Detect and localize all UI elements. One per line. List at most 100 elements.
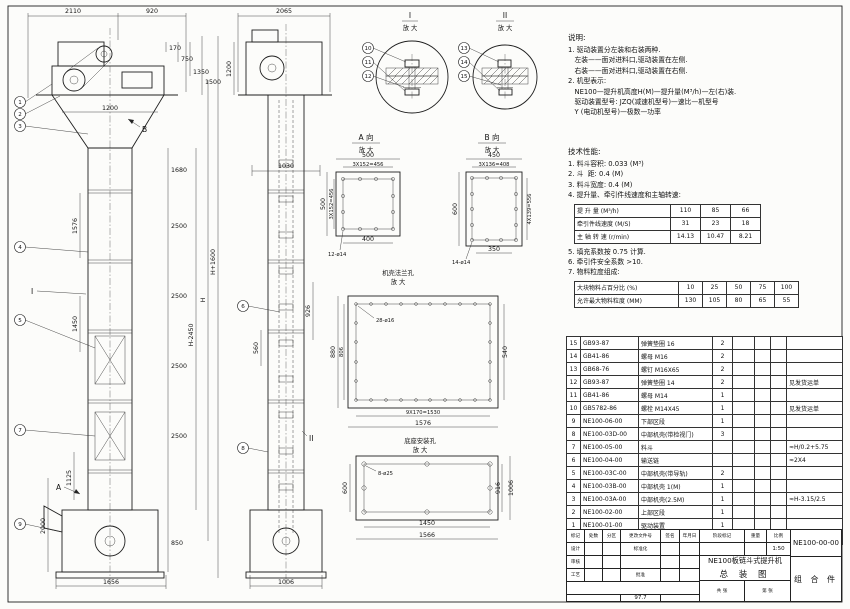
dim-v2-926: 926 bbox=[305, 305, 312, 317]
row-label: 牵引件线速度 (M/S) bbox=[574, 216, 671, 231]
dim-v2-560: 560 bbox=[253, 342, 260, 354]
detail-A-sub: 放 大 bbox=[359, 145, 374, 154]
value-cell: 110 bbox=[670, 203, 701, 218]
dim-detA-500: 500 bbox=[362, 152, 374, 159]
dim-v2-1200: 1200 bbox=[226, 61, 233, 77]
front-elevation-dimensions: 2110 920 170 750 1350 1500 1200 1576 145… bbox=[27, 8, 221, 589]
balloon-10: 10 bbox=[364, 46, 372, 52]
base-anchor-detail: 底座安装孔 放 大 8-ø25 600 916 1006 1450 1566 bbox=[342, 436, 515, 540]
dim-v2-2065: 2065 bbox=[276, 8, 292, 15]
value-cell: 85 bbox=[700, 203, 731, 218]
tb-weight-label: 重量 bbox=[745, 530, 767, 542]
tech-items-b: 5. 填充系数按 0.75 计算.6. 牵引件安全系数 >10.7. 物料粒度组… bbox=[568, 247, 840, 278]
tech-item: 7. 物料粒度组成: bbox=[568, 268, 620, 277]
part-remark bbox=[786, 362, 843, 376]
part-no: 12 bbox=[566, 375, 581, 389]
part-weight-unit bbox=[754, 453, 771, 467]
part-weight-unit bbox=[754, 440, 771, 454]
value-cell: 105 bbox=[702, 293, 727, 308]
part-material bbox=[732, 505, 755, 519]
parts-list-row: 3 NE100-03A-00 中部机壳(2.5M) 1 ≈H-3.15/2.5 bbox=[566, 492, 843, 506]
part-name: 输送链 bbox=[638, 453, 713, 467]
part-remark bbox=[786, 479, 843, 493]
balloon-5: 5 bbox=[18, 318, 22, 324]
part-remark bbox=[786, 466, 843, 480]
dim-v1-2500: 2500 bbox=[171, 293, 187, 300]
tb-mark: 标记 bbox=[567, 530, 585, 542]
part-no: 8 bbox=[566, 427, 581, 441]
value-cell: 31 bbox=[670, 216, 701, 231]
part-qty: 2 bbox=[712, 349, 733, 363]
balloon-6: 6 bbox=[241, 304, 245, 310]
tech-table-row: 主 轴 转 速 (r/min) 14.13 10.47 8.21 bbox=[574, 229, 761, 244]
part-balloons: 1 2 3 4 5 6 7 8 9 10 11 12 13 14 15 bbox=[14, 42, 502, 533]
value-cell: 8.21 bbox=[730, 229, 761, 244]
dim-v2-1006: 1006 bbox=[278, 579, 294, 586]
tech-item: 5. 填充系数按 0.75 计算. bbox=[568, 247, 646, 256]
value-cell: 100 bbox=[774, 280, 799, 295]
value-cell: 75 bbox=[750, 280, 775, 295]
balloon-15: 15 bbox=[460, 74, 468, 80]
balloon-1: 1 bbox=[18, 100, 22, 106]
row-label: 提 升 量 (M³/h) bbox=[574, 203, 671, 218]
dim-detA-456: 3X152=456 bbox=[352, 162, 383, 168]
dim-v1-2500: 2500 bbox=[171, 363, 187, 370]
value-cell: 10.47 bbox=[700, 229, 731, 244]
part-qty: 1 bbox=[712, 388, 733, 402]
dim-base-916: 916 bbox=[495, 482, 502, 494]
part-code: GB93-87 bbox=[580, 336, 639, 350]
detail-I: I 放 大 bbox=[375, 11, 449, 114]
part-material bbox=[732, 414, 755, 428]
parts-list-row: 11 GB41-86 螺母 M14 1 bbox=[566, 388, 843, 402]
tech-table-capacity: 提 升 量 (M³/h) 110 85 66 牵引件线速度 (M/S) 31 2… bbox=[574, 203, 761, 244]
side-elevation bbox=[238, 24, 332, 586]
part-qty: 1 bbox=[712, 401, 733, 415]
value-cell: 14.13 bbox=[670, 229, 701, 244]
tb-sign: 签名 bbox=[661, 530, 680, 542]
note-line: 2. 机型表示: bbox=[568, 77, 607, 86]
tech-block: 技术性能: 1. 料斗容积: 0.033 (M³)2. 斗 距: 0.4 (M)… bbox=[568, 146, 840, 308]
base-title: 底座安装孔 bbox=[404, 436, 436, 445]
tech-table-row: 牵引件线速度 (M/S) 31 23 18 bbox=[574, 216, 761, 231]
tech-table-row: 提 升 量 (M³/h) 110 85 66 bbox=[574, 203, 761, 218]
detail-I-sub: 放 大 bbox=[403, 23, 418, 32]
row-label: 允许最大物料粒度 (MM) bbox=[574, 293, 679, 308]
part-code: NE100-03C-00 bbox=[580, 466, 639, 480]
part-name: 弹簧垫圈 16 bbox=[638, 336, 713, 350]
part-code: GB93-87 bbox=[580, 375, 639, 389]
dim-v1-850: 850 bbox=[171, 540, 183, 547]
tb-audit: 审核 bbox=[567, 556, 585, 568]
part-weight-total bbox=[770, 440, 787, 454]
parts-list-row: 15 GB93-87 弹簧垫圈 16 2 bbox=[566, 336, 843, 350]
title-block-number-area: NE100-00-00 组 合 件 bbox=[791, 530, 841, 601]
tb-design: 设计 bbox=[567, 543, 585, 555]
detail-B-label: B 向 bbox=[484, 132, 499, 142]
note-line: 1. 驱动装置分左装和右装两种. bbox=[568, 46, 661, 54]
balloon-7: 7 bbox=[18, 428, 22, 434]
dim-detA-400: 400 bbox=[362, 236, 374, 243]
part-material bbox=[732, 375, 755, 389]
part-no: 2 bbox=[566, 505, 581, 519]
part-type: 组 合 件 bbox=[793, 574, 839, 584]
part-remark: ≈H/0.2+5.75 bbox=[786, 440, 843, 454]
part-no: 6 bbox=[566, 453, 581, 467]
part-weight-unit bbox=[754, 427, 771, 441]
part-weight-unit bbox=[754, 388, 771, 402]
part-code: GB41-86 bbox=[580, 349, 639, 363]
part-remark bbox=[786, 427, 843, 441]
dim-base-1006: 1006 bbox=[508, 480, 515, 496]
detail-I-label: I bbox=[409, 11, 411, 20]
value-cell: 55 bbox=[774, 293, 799, 308]
dim-detB-600: 600 bbox=[452, 203, 459, 215]
dim-v1-2000: 2000 bbox=[40, 518, 47, 534]
dim-v1-1656: 1656 bbox=[103, 579, 119, 586]
part-no: 7 bbox=[566, 440, 581, 454]
value-cell: 80 bbox=[726, 293, 751, 308]
dim-base-1450: 1450 bbox=[419, 520, 435, 527]
part-code: NE100-05-00 bbox=[580, 440, 639, 454]
dim-detB-350: 350 bbox=[488, 246, 500, 253]
detail-A-view: A 向 放 大 500 3X152=456 500 3X152=456 400 … bbox=[320, 132, 401, 258]
marker-A: A bbox=[56, 483, 62, 492]
part-name: 螺钉 M16X65 bbox=[638, 362, 713, 376]
